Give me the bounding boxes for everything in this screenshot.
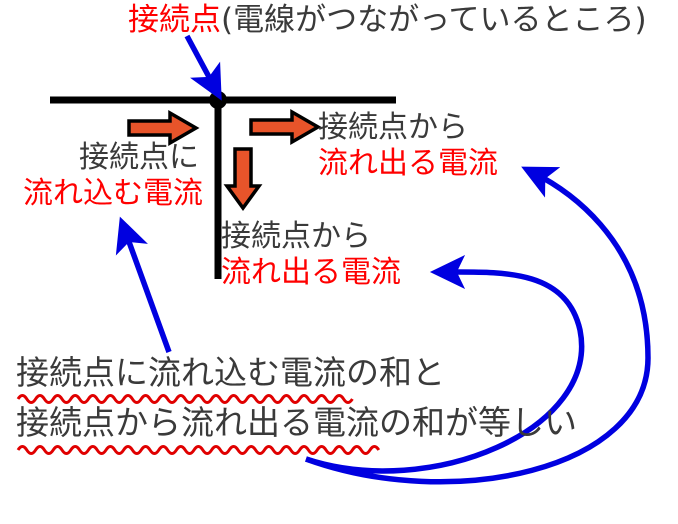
label-outflow-down: 接続点から 流れ出る電流 — [221, 222, 401, 288]
label-outflow-down-line2: 流れ出る電流 — [221, 255, 401, 290]
label-inflow-line2: 流れ込む電流 — [23, 176, 203, 211]
caption-highlight-term: 接続点 — [128, 2, 221, 38]
pointer-arrow-to-inflow-label — [115, 216, 172, 353]
junction-node-dot — [209, 91, 227, 109]
conclusion-statement: 接続点に流れ込む電流の和と 接続点から流れ出る電流の和が等しい — [16, 356, 577, 439]
caption-parenthetical: (電線がつながっているところ) — [221, 2, 647, 38]
pointer-arrow-to-outflow-right-label — [305, 166, 651, 485]
label-outflow-right: 接続点から 流れ出る電流 — [318, 113, 498, 179]
label-inflow-line1: 接続点に — [79, 140, 199, 175]
current-arrow-outflow-right — [249, 108, 322, 146]
label-inflow: 接続点に 流れ込む電流 — [0, 143, 203, 209]
caption-junction-definition: 接続点(電線がつながっているところ) — [128, 2, 647, 38]
pointer-arrow-to-outflow-down-label — [305, 254, 585, 474]
label-outflow-right-line1: 接続点から — [318, 110, 468, 145]
conclusion-line1: 接続点に流れ込む電流の和と — [16, 353, 445, 392]
conclusion-line2: 接続点から流れ出る電流の和が等しい — [16, 403, 577, 442]
pointer-arrow-to-junction — [184, 34, 222, 101]
label-outflow-right-line2: 流れ出る電流 — [318, 146, 498, 181]
current-arrow-outflow-down — [223, 147, 263, 211]
spellcheck-underline-line1 — [16, 394, 354, 404]
spellcheck-underline-line2 — [16, 445, 381, 455]
label-outflow-down-line1: 接続点から — [221, 219, 371, 254]
current-arrow-inflow-left — [127, 109, 200, 147]
